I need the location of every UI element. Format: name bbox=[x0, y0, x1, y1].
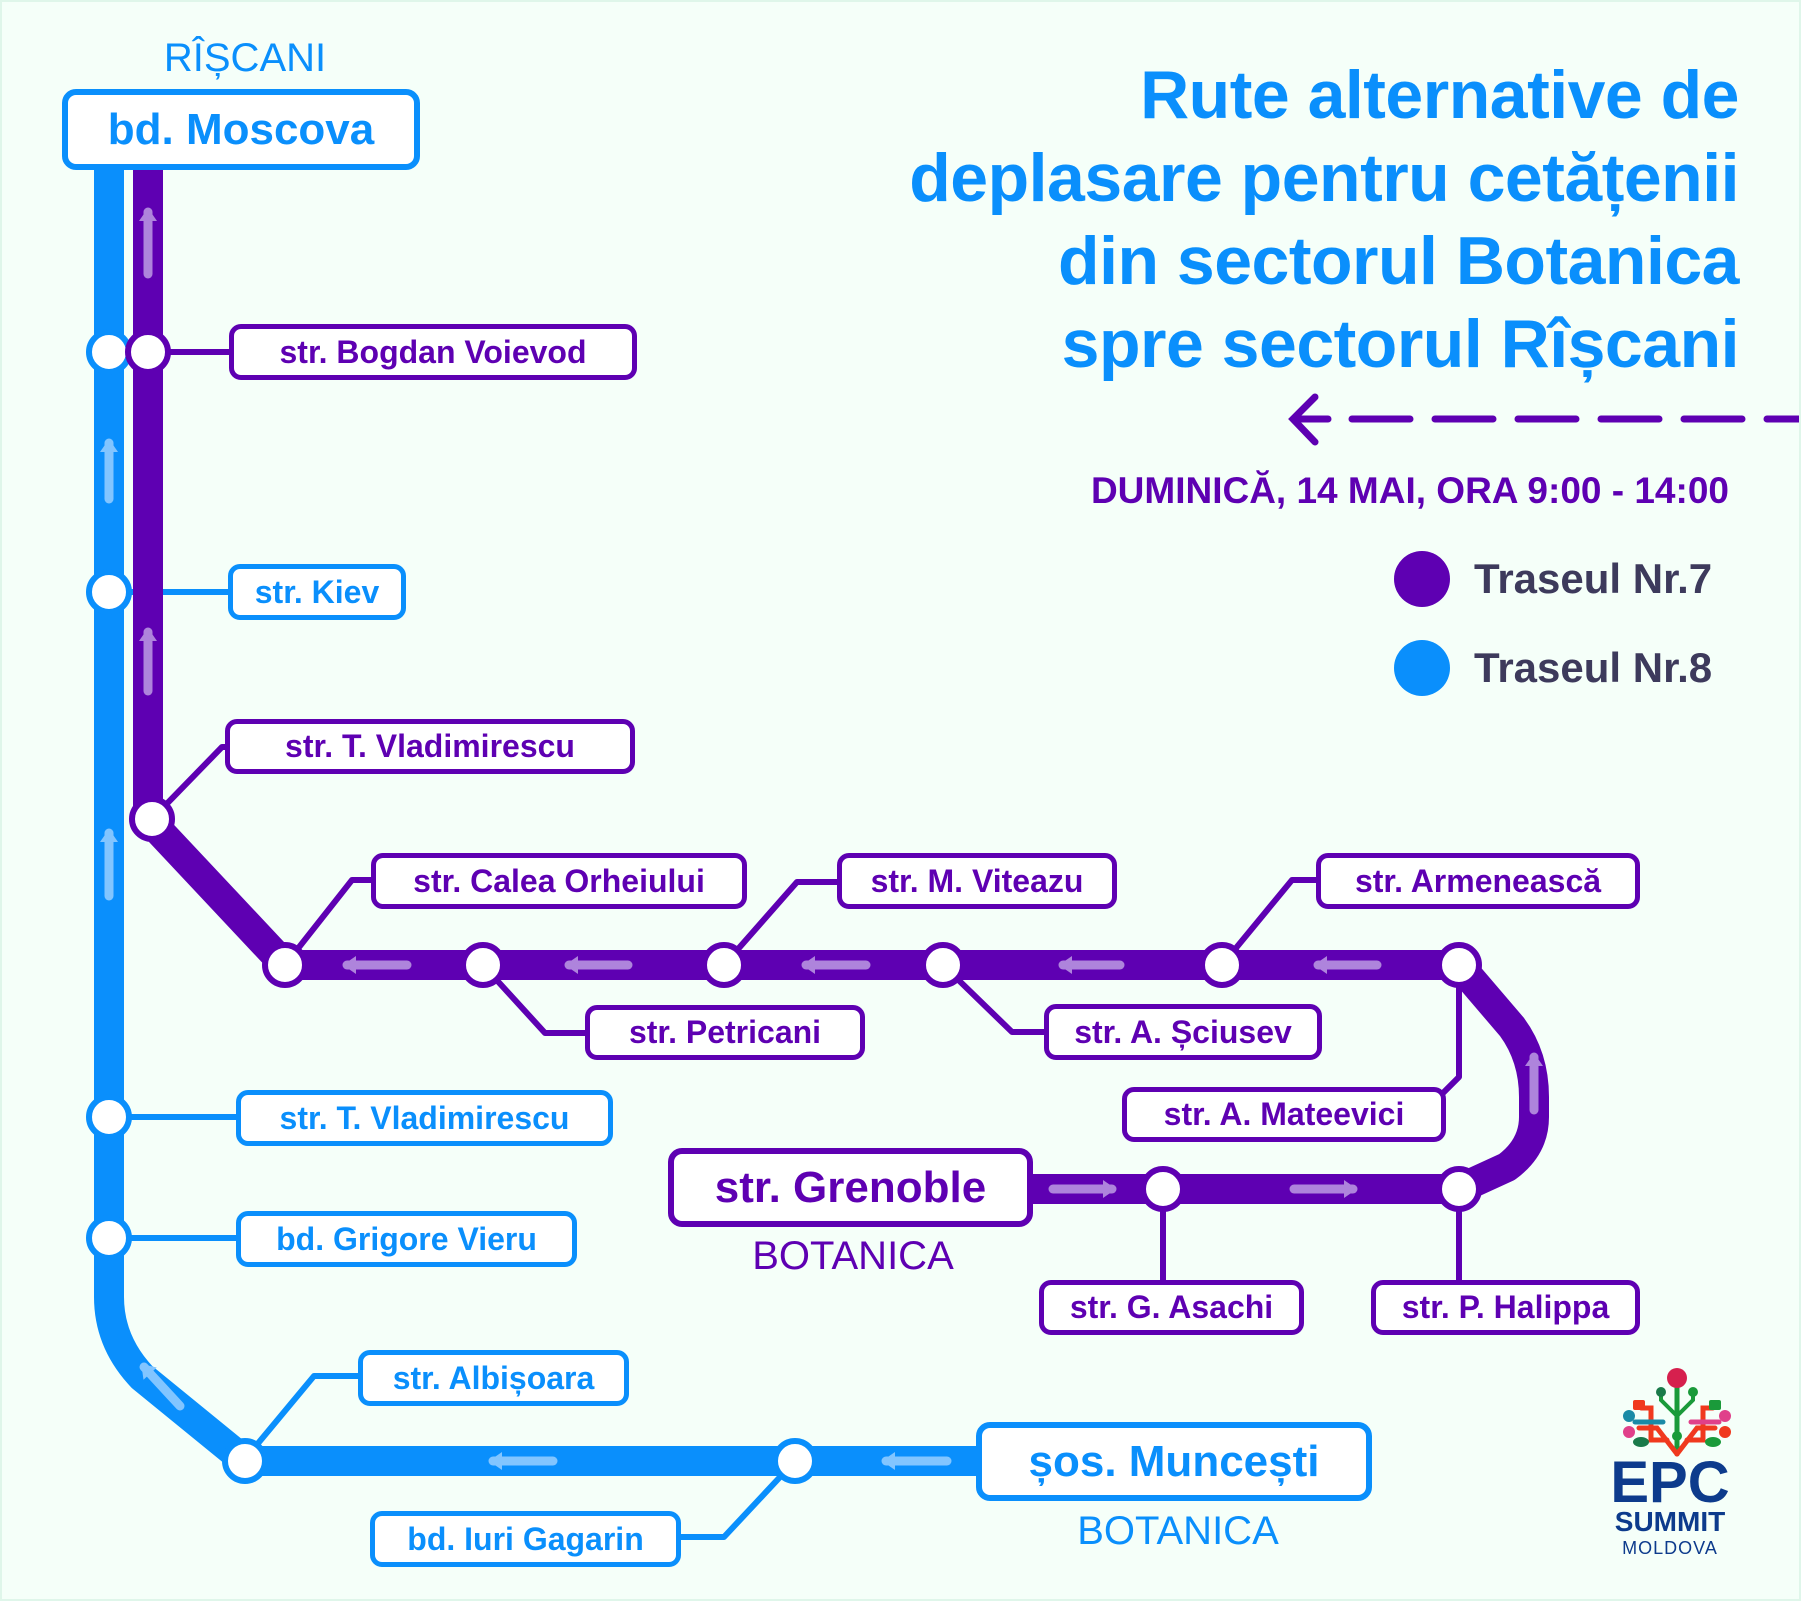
stop-nodes bbox=[86, 329, 1482, 1484]
arrow-left-icon bbox=[881, 1452, 952, 1470]
start-district-route8: BOTANICA bbox=[1077, 1509, 1279, 1553]
arrow-left-icon bbox=[488, 1452, 558, 1470]
node-iuri-gagarin bbox=[772, 1438, 818, 1484]
arrow-left-icon bbox=[801, 956, 871, 974]
legend-label: Traseul Nr.7 bbox=[1474, 555, 1713, 602]
arrow-left-icon bbox=[1058, 956, 1125, 974]
node-albisoara bbox=[222, 1438, 268, 1484]
node-armeneasca bbox=[1199, 942, 1245, 988]
connector-iuri-gagarin bbox=[678, 1458, 798, 1540]
node-p-halippa bbox=[1436, 1166, 1482, 1212]
schedule-text: DUMINICĂ, 14 MAI, ORA 9:00 - 14:00 bbox=[1090, 470, 1729, 511]
stop-m-viteazu: str. M. Viteazu bbox=[837, 853, 1117, 909]
node-a-mateevici bbox=[1436, 942, 1482, 988]
connector-petricani bbox=[480, 962, 588, 1036]
stop-p-halippa: str. P. Halippa bbox=[1371, 1280, 1640, 1335]
node-t-vladimirescu-route7 bbox=[129, 796, 175, 842]
stop-g-asachi: str. G. Asachi bbox=[1039, 1280, 1304, 1335]
stop-armeneasca: str. Armenească bbox=[1316, 853, 1640, 909]
node-bogdan-voievod-route7 bbox=[125, 329, 171, 375]
start-district-route7: BOTANICA bbox=[752, 1234, 954, 1278]
node-m-viteazu bbox=[701, 942, 747, 988]
arrow-up-icon bbox=[1525, 1052, 1543, 1115]
title-line: Rute alternative de bbox=[1140, 57, 1739, 133]
stop-petricani: str. Petricani bbox=[585, 1005, 865, 1060]
stop-bogdan-voievod: str. Bogdan Voievod bbox=[229, 324, 637, 380]
arrow-up-icon bbox=[139, 207, 157, 279]
logo-summit: SUMMIT bbox=[1614, 1506, 1726, 1537]
arrow-left-icon bbox=[1313, 956, 1382, 974]
route8-line bbox=[94, 167, 982, 1476]
stop-t-vladimirescu-route7: str. T. Vladimirescu bbox=[225, 719, 635, 774]
stop-connectors bbox=[109, 349, 1462, 1540]
dashed-arrow bbox=[1288, 393, 1799, 446]
node-bogdan-voievod-route8 bbox=[86, 329, 132, 375]
stop-str-grenoble: str. Grenoble bbox=[668, 1148, 1033, 1227]
logo-moldova: MOLDOVA bbox=[1622, 1538, 1718, 1558]
tree-motif-icon bbox=[1623, 1368, 1731, 1457]
direction-arrows bbox=[100, 207, 1543, 1470]
stop-kiev: str. Kiev bbox=[228, 564, 406, 620]
arrow-right-icon bbox=[1048, 1180, 1117, 1198]
arrow-left-icon bbox=[564, 956, 633, 974]
title-line: din sectorul Botanica bbox=[1058, 223, 1739, 299]
arrow-right-icon bbox=[1289, 1180, 1358, 1198]
stop-calea-orheiului: str. Calea Orheiului bbox=[371, 853, 747, 909]
title-line: spre sectorul Rîșcani bbox=[1061, 306, 1740, 382]
arrow-up-icon bbox=[139, 627, 157, 696]
arrow-up-icon bbox=[100, 438, 118, 504]
node-calea-orheiului bbox=[262, 942, 308, 988]
stop-a-mateevici: str. A. Mateevici bbox=[1122, 1087, 1446, 1142]
connector-albisoara bbox=[242, 1373, 360, 1461]
connector-sciusev bbox=[940, 962, 1047, 1035]
legend-dot-route8 bbox=[1394, 640, 1450, 696]
arrow-left-icon bbox=[342, 956, 412, 974]
arrow-up-left-icon bbox=[139, 1362, 185, 1411]
stop-albisoara: str. Albișoara bbox=[358, 1350, 629, 1406]
connector-armeneasca bbox=[1219, 877, 1319, 967]
stop-bd-moscova: bd. Moscova bbox=[62, 89, 420, 170]
arrow-up-icon bbox=[100, 828, 118, 901]
stop-a-sciusev: str. A. Șciusev bbox=[1044, 1004, 1322, 1060]
node-petricani bbox=[460, 942, 506, 988]
node-kiev bbox=[86, 569, 132, 615]
connector-mateevici bbox=[1439, 965, 1462, 1097]
node-g-asachi bbox=[1140, 1166, 1186, 1212]
page-title: Rute alternative de deplasare pentru cet… bbox=[639, 54, 1739, 386]
node-grigore-vieru bbox=[86, 1215, 132, 1261]
connector-calea-orheiului bbox=[282, 877, 374, 967]
stop-iuri-gagarin: bd. Iuri Gagarin bbox=[370, 1511, 681, 1567]
node-a-sciusev bbox=[920, 942, 966, 988]
legend-item-route8: Traseul Nr.8 bbox=[1394, 640, 1712, 696]
stop-grigore-vieru: bd. Grigore Vieru bbox=[236, 1211, 577, 1267]
connector-m-viteazu bbox=[721, 879, 840, 967]
stop-sos-muncesti: șos. Muncești bbox=[976, 1422, 1372, 1501]
logo-epc: EPC bbox=[1610, 1450, 1730, 1515]
stop-t-vladimirescu-route8: str. T. Vladimirescu bbox=[236, 1090, 613, 1146]
destination-district: RÎȘCANI bbox=[163, 36, 327, 80]
node-t-vladimirescu-route8 bbox=[86, 1094, 132, 1140]
legend-dot-route7 bbox=[1394, 551, 1450, 607]
legend-label: Traseul Nr.8 bbox=[1474, 644, 1713, 691]
legend-item-route7: Traseul Nr.7 bbox=[1394, 551, 1712, 607]
title-line: deplasare pentru cetățenii bbox=[909, 140, 1739, 216]
